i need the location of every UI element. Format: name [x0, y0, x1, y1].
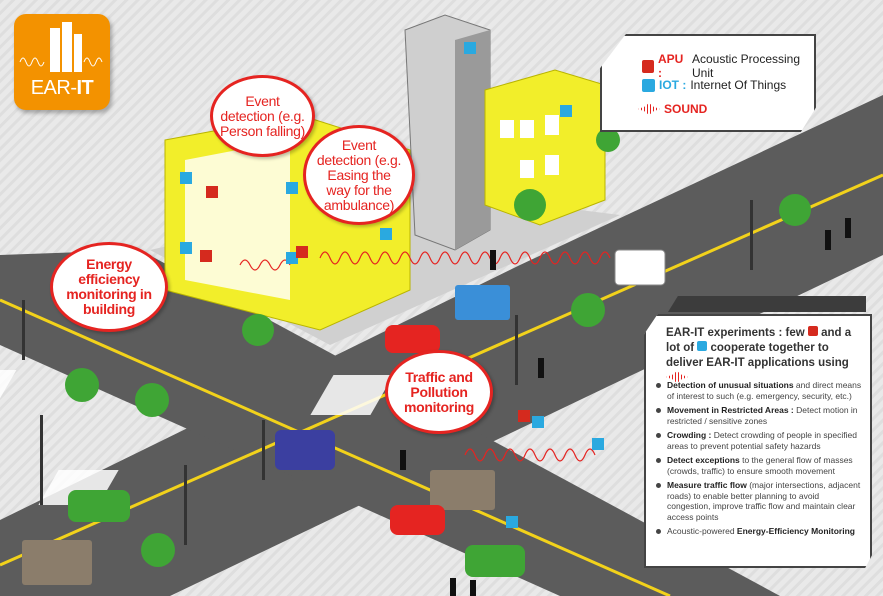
info-header-stripe — [668, 296, 866, 312]
legend-iot: IOT : Internet Of Things — [642, 78, 786, 92]
car-red-2 — [390, 505, 445, 535]
legend-apu: APU : Acoustic Processing Unit — [642, 52, 814, 80]
iot-cube-icon — [697, 341, 708, 351]
info-panel: EAR-IT experiments : few and a lot of co… — [644, 314, 872, 568]
legend-sound-label: SOUND — [664, 102, 708, 116]
list-item: Movement in Restricted Areas : Detect mo… — [654, 405, 864, 426]
ear-it-logo: EAR-IT — [14, 14, 110, 110]
iot-sensors — [180, 42, 604, 528]
apu-cube-icon — [807, 326, 818, 336]
bubble-traffic-pollution: Traffic and Pollution monitoring — [385, 350, 493, 434]
bus — [275, 430, 335, 470]
legend: APU : Acoustic Processing Unit IOT : Int… — [600, 34, 816, 132]
list-item: Detection of unusual situations and dire… — [654, 380, 864, 401]
bubble-ambulance: Event detection (e.g. Easing the way for… — [303, 125, 415, 225]
legend-iot-label: IOT : — [659, 78, 687, 92]
truck-brown — [430, 470, 495, 510]
building-right — [484, 69, 606, 226]
apu-cube-icon — [642, 59, 654, 73]
logo-text: EAR-IT — [30, 77, 94, 99]
main-road — [0, 95, 883, 596]
legend-apu-label: APU : — [657, 52, 684, 80]
list-item: Detect exceptions to the general flow of… — [654, 455, 864, 476]
bubble-person-falling: Event detection (e.g. Person falling) — [210, 75, 315, 157]
apu-sensors — [200, 186, 530, 422]
truck-blue — [455, 285, 510, 320]
bubble-energy-efficiency: Energy efficiency monitoring in building — [50, 242, 168, 332]
trees — [65, 128, 811, 567]
car-green — [465, 545, 525, 577]
truck-left — [22, 540, 92, 585]
car-green-2 — [68, 490, 130, 522]
pedestrians — [400, 218, 851, 596]
list-item: Measure traffic flow (major intersection… — [654, 480, 864, 522]
list-item: Acoustic-powered Energy-Efficiency Monit… — [654, 526, 864, 537]
logo-buildings-icon — [19, 22, 103, 72]
sound-waves — [239, 251, 611, 462]
street-lamps — [22, 200, 753, 545]
sound-wave-icon — [638, 103, 660, 115]
info-heading: EAR-IT experiments : few and a lot of co… — [666, 326, 864, 388]
cross-road — [0, 250, 780, 596]
legend-sound: SOUND — [638, 102, 707, 116]
car-red — [385, 325, 440, 353]
ambulance — [614, 249, 666, 286]
legend-apu-desc: Acoustic Processing Unit — [691, 52, 801, 80]
list-item: Crowding : Detect crowding of people in … — [654, 430, 864, 451]
legend-iot-desc: Internet Of Things — [690, 78, 787, 92]
iot-cube-icon — [642, 78, 655, 92]
application-list: Detection of unusual situations and dire… — [654, 380, 864, 541]
